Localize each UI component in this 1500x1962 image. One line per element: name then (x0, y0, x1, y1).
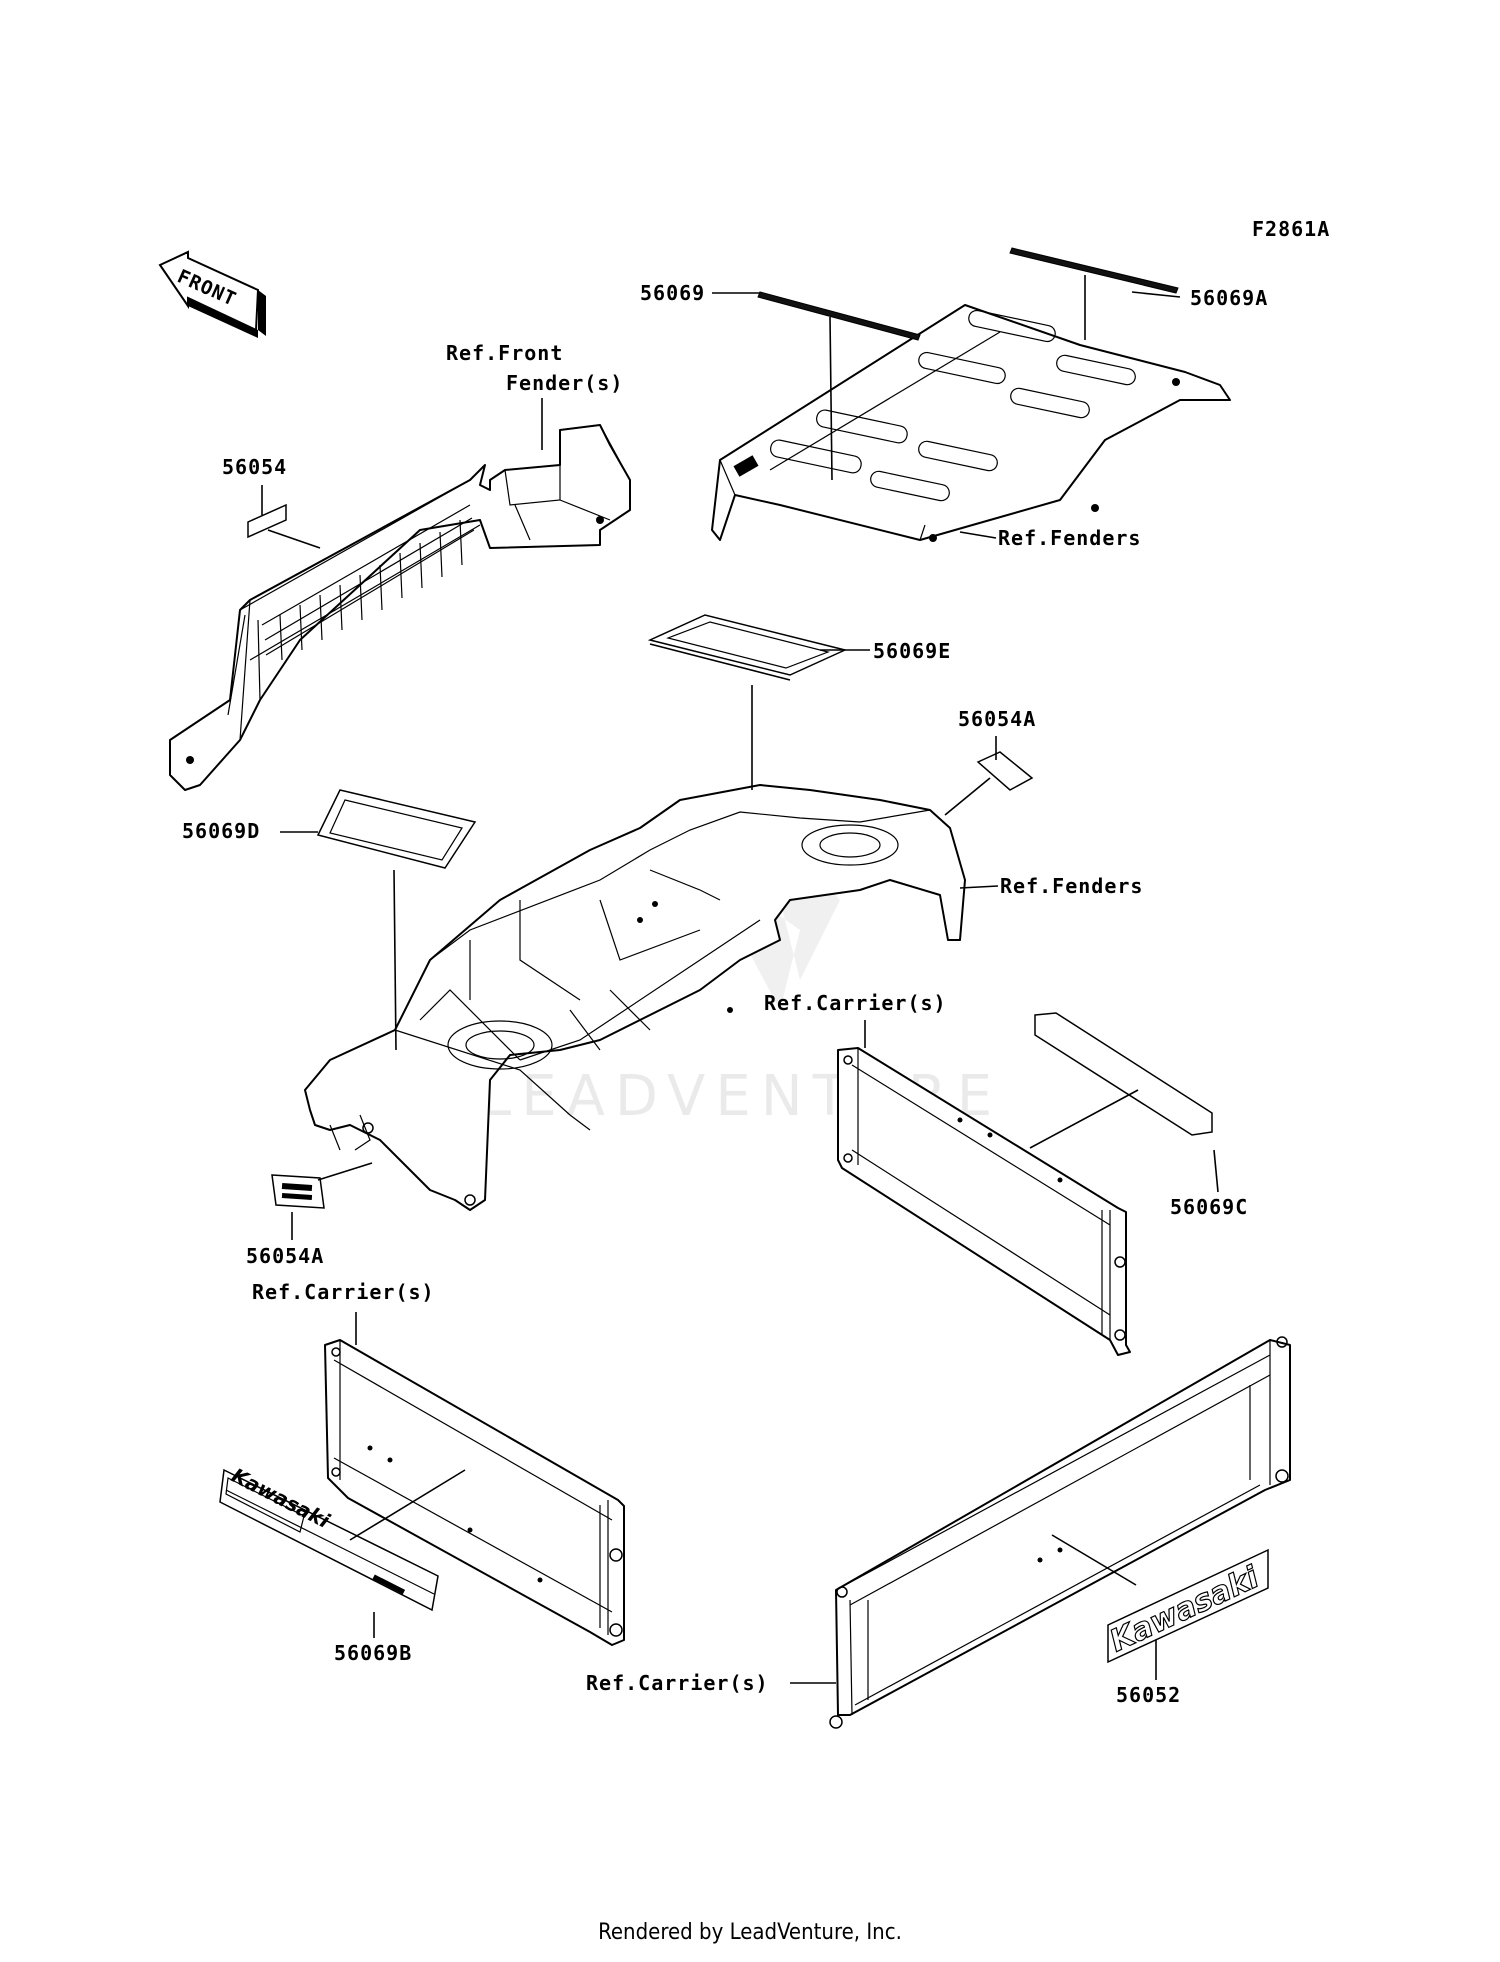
rear-body-tub (304, 784, 966, 1211)
callout-56069D: 56069D (182, 819, 260, 843)
callout-ref-fenders-mid: Ref.Fenders (1000, 874, 1143, 898)
decal-56052-logo: Kawasaki (1105, 1560, 1265, 1660)
callout-ref-front-fender-line1: Ref.Front (446, 341, 563, 365)
decal-56054 (247, 503, 287, 539)
footer-credit: Rendered by LeadVenture, Inc. (598, 1920, 902, 1945)
decal-56054A-right (976, 751, 1034, 791)
decal-56069D (316, 789, 477, 869)
callout-56069E: 56069E (873, 639, 951, 663)
decal-56052: Kawasaki (1104, 1548, 1269, 1664)
callout-56069B: 56069B (334, 1641, 412, 1665)
callout-ref-carrier-left: Ref.Carrier(s) (252, 1280, 435, 1304)
decal-56054A-bottom (271, 1174, 325, 1209)
decal-56069C (1034, 1012, 1213, 1136)
callout-ref-front-fender-line2: Fender(s) (506, 371, 623, 395)
tailgate-panel (829, 1336, 1291, 1729)
carrier-side-panel-right (837, 1047, 1131, 1356)
callout-ref-fenders-top: Ref.Fenders (998, 526, 1141, 550)
callout-ref-carrier-right: Ref.Carrier(s) (764, 991, 947, 1015)
callout-56054: 56054 (222, 455, 287, 479)
callout-56069A: 56069A (1190, 286, 1268, 310)
front-arrow-icon: FRONT (158, 250, 266, 338)
decal-56069 (757, 291, 921, 341)
decal-56069A (1009, 247, 1179, 294)
decal-56069E (647, 614, 848, 681)
callout-56069C: 56069C (1170, 1195, 1248, 1219)
callout-ref-carrier-bottom: Ref.Carrier(s) (586, 1671, 769, 1695)
carrier-side-panel-left (324, 1339, 625, 1646)
callout-56054A-bottom: 56054A (246, 1244, 324, 1268)
callout-56054A-right: 56054A (958, 707, 1036, 731)
callout-56052: 56052 (1116, 1683, 1181, 1707)
callout-56069: 56069 (640, 281, 705, 305)
rear-fender-cover (711, 304, 1231, 542)
front-grille-panel (169, 424, 631, 791)
figure-id: F2861A (1252, 217, 1330, 241)
